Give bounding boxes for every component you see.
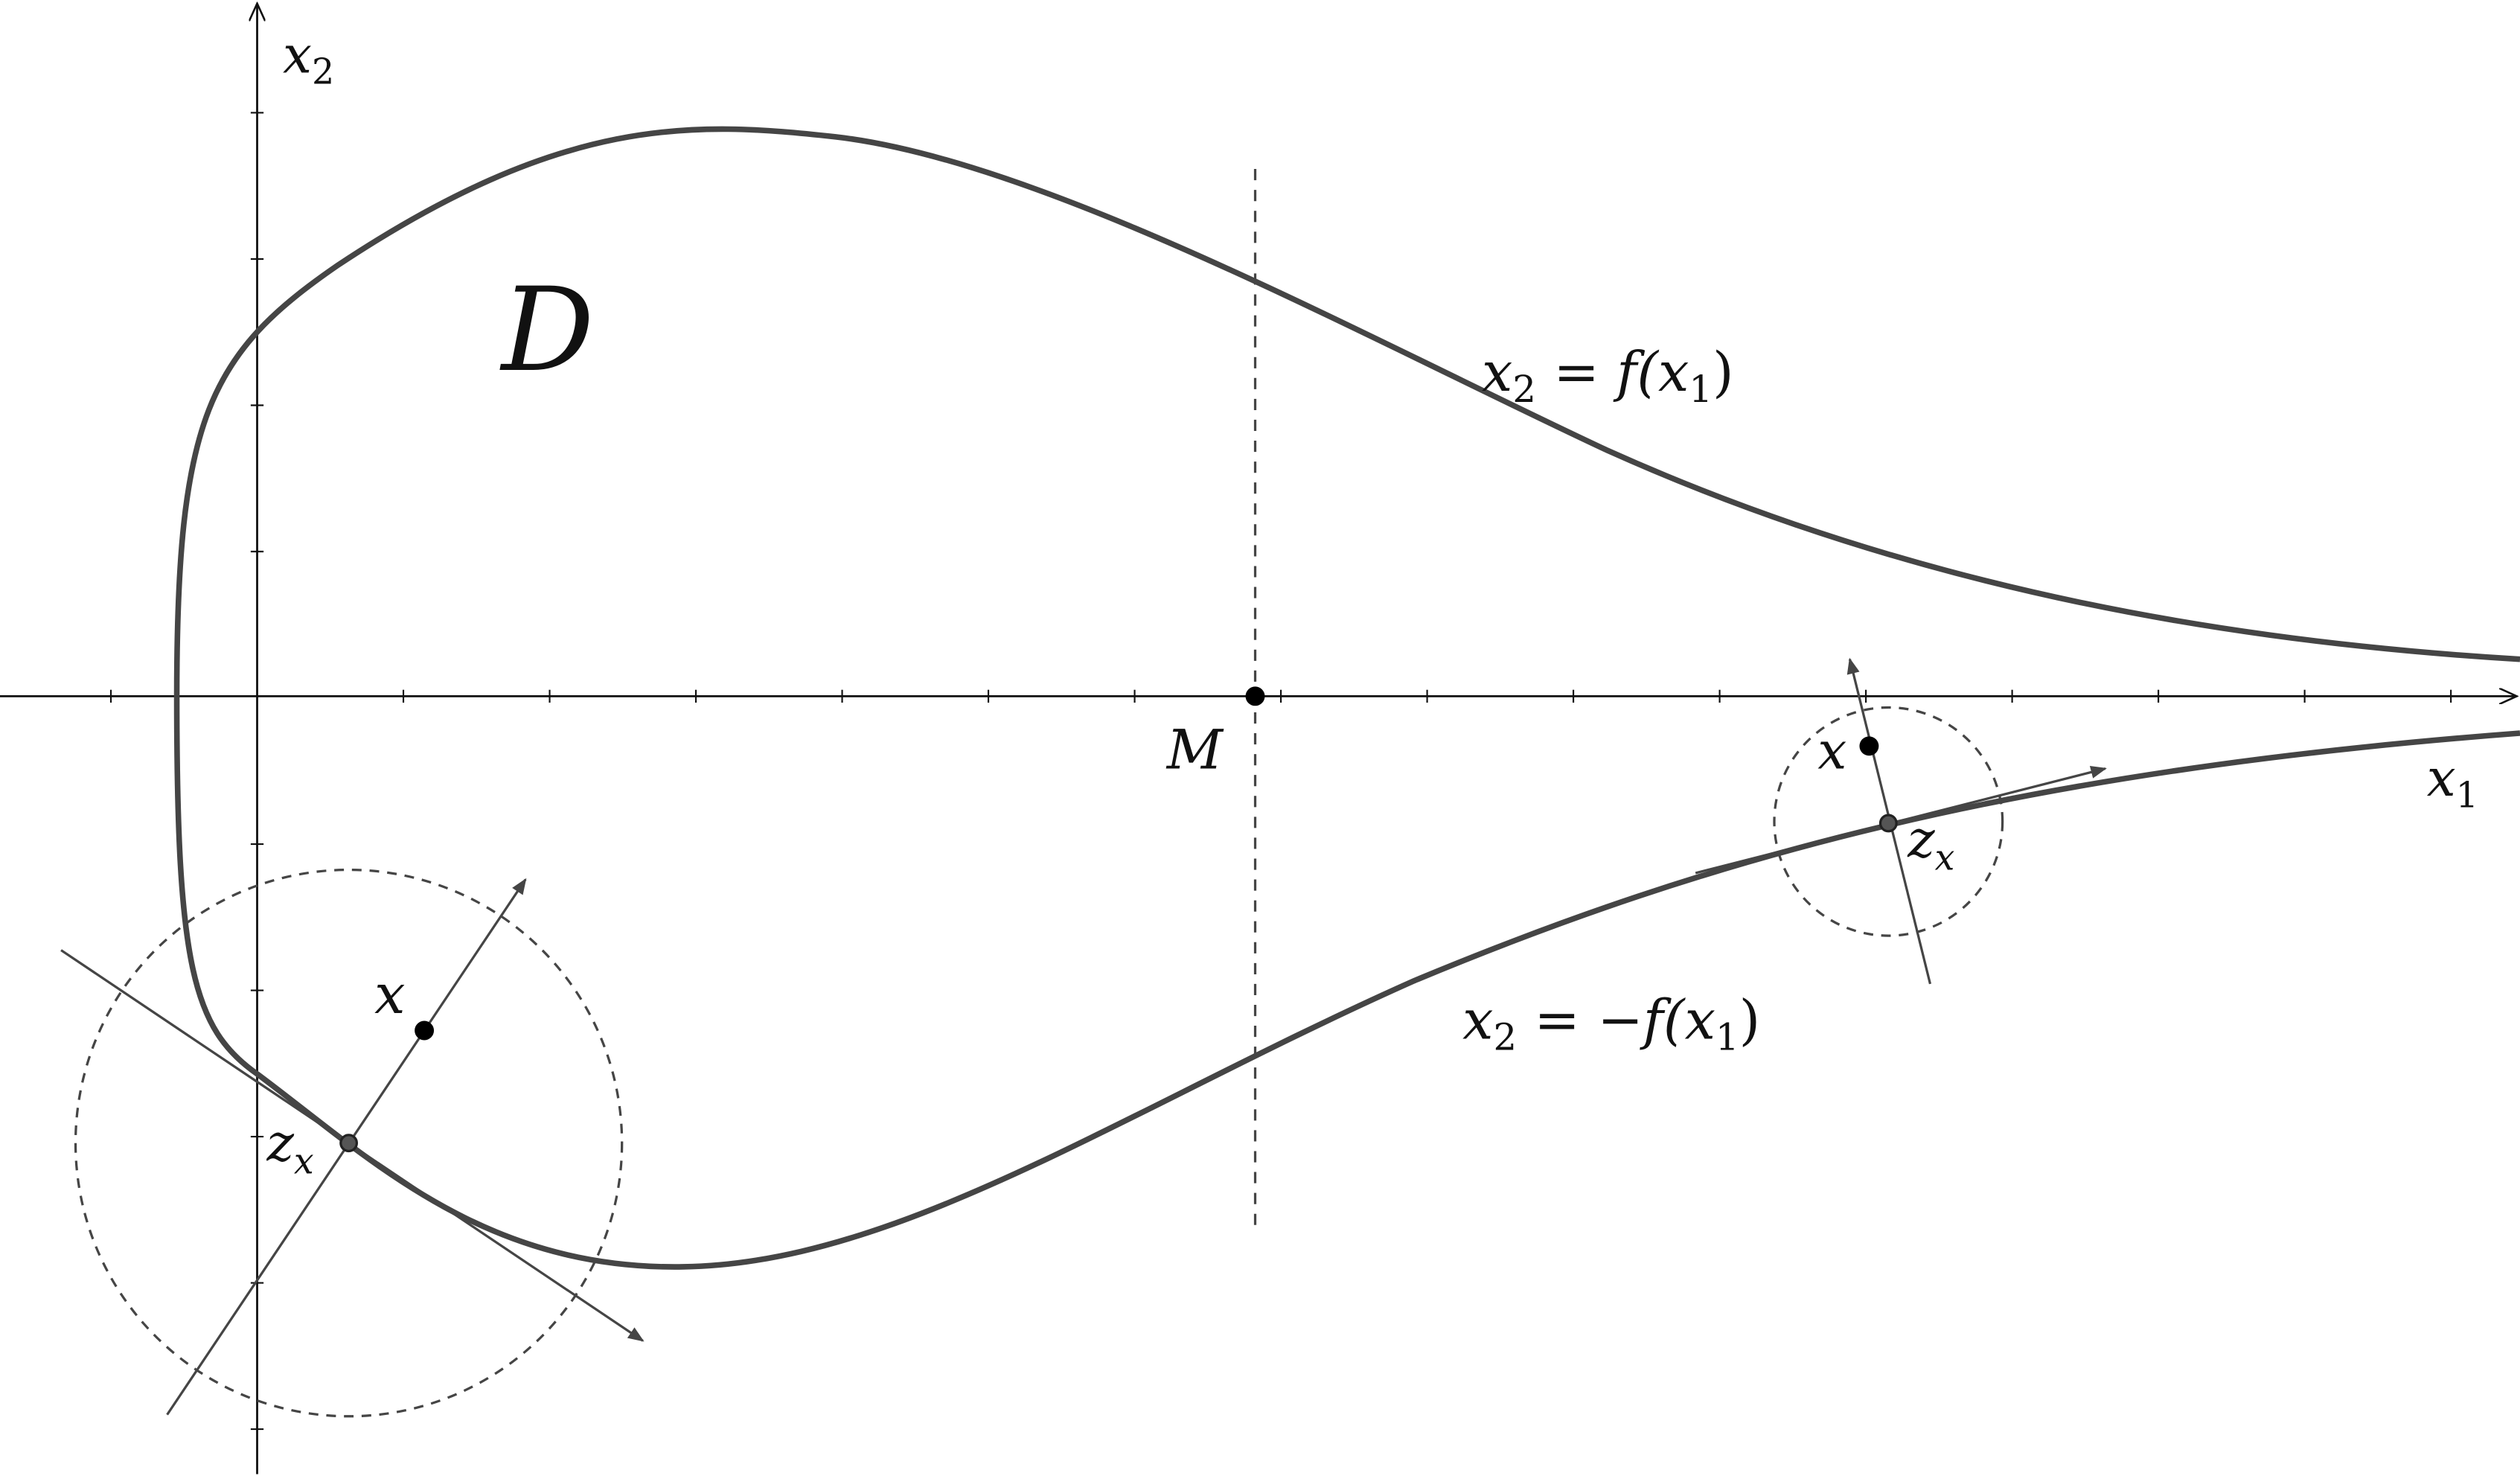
- lower-boundary-curve: [173, 696, 2520, 1270]
- lower-curve-equation: x2 = −f(x1): [1462, 988, 1760, 1058]
- x-axis-ticks: [109, 689, 2452, 703]
- point-M: [1245, 686, 1265, 706]
- small-x-label: x: [1817, 722, 1846, 782]
- small-foot-point: [1878, 814, 1898, 833]
- small-z-label: zx: [1907, 810, 1954, 878]
- upper-curve-equation: x2 = f(x1): [1482, 341, 1734, 411]
- large-x-point: [415, 1020, 435, 1041]
- point-M-label: M: [1165, 719, 1224, 782]
- small-x-point: [1859, 736, 1879, 756]
- region-label-D: D: [499, 263, 595, 397]
- large-z-label: zx: [266, 1114, 313, 1182]
- large-foot-point: [339, 1134, 359, 1153]
- y-axis-ticks: [250, 112, 264, 1431]
- large-dashed-ball: [74, 868, 624, 1418]
- large-x-label: x: [374, 963, 405, 1026]
- small-dashed-ball: [1773, 706, 2004, 937]
- x2-axis-label: x2: [283, 25, 334, 92]
- x1-axis-label: x1: [2427, 749, 2478, 816]
- upper-boundary-curve: [173, 126, 2520, 697]
- small-tangent-line: [1695, 765, 2107, 875]
